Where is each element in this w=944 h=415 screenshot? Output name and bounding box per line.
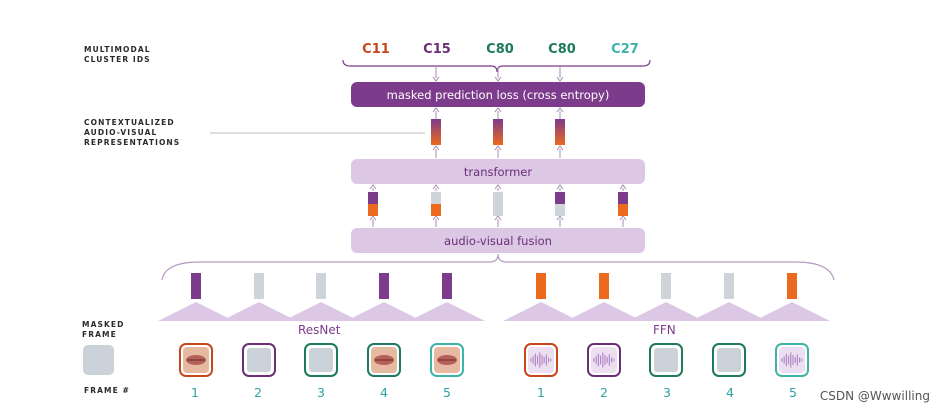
resnet-label: ResNet [298,323,341,337]
audio-frame-bg-2 [591,347,617,373]
audio-token-4 [724,273,734,299]
cluster-to-loss-arrow-2-head [494,76,502,82]
audio-frame-num-5: 5 [789,385,797,400]
frame-number-label: FRAME # [84,386,130,395]
ctx-to-loss-arrow-2-head [494,107,502,113]
fused-token-bottom-5 [618,204,628,216]
visual-token-2 [254,273,264,299]
audio-frame-masked-fill-3 [654,348,678,372]
contextualized-rep-2 [493,119,503,145]
visual-frame-masked-fill-2 [247,348,271,372]
cluster-id-1: C11 [362,42,390,57]
visual-frame-masked-fill-3 [309,348,333,372]
cluster-id-4: C80 [548,42,576,57]
fused-token-bottom-4 [555,204,565,216]
fused-token-top-4 [555,192,565,204]
masked-frame-legend [83,345,114,375]
audio-frame-bg-1 [528,347,554,373]
watermark-text: CSDN @Wwwilling [819,389,930,403]
fusion-box: audio-visual fusion [351,228,645,253]
token-to-transformer-arrow-3-head [494,184,502,190]
ctx-to-loss-arrow-3-head [556,107,564,113]
transformer-to-ctx-arrow-2-head [494,145,502,151]
audio-token-1 [536,273,546,299]
visual-token-3 [316,273,326,299]
contextualized-label: CONTEXTUALIZED AUDIO-VISUAL REPRESENTATI… [84,118,181,147]
cluster-to-loss-arrow-3-head [556,76,564,82]
cluster-id-3: C80 [486,42,514,57]
audio-token-3 [661,273,671,299]
audio-frame-num-3: 3 [663,385,671,400]
visual-token-1 [191,273,201,299]
token-to-transformer-arrow-4-head [556,184,564,190]
token-to-transformer-arrow-5-head [619,184,627,190]
ctx-to-loss-arrow-1-head [432,107,440,113]
token-to-transformer-arrow-2-head [432,184,440,190]
cluster-ids-label: MULTIMODAL CLUSTER IDS [84,45,151,64]
visual-frame-num-4: 4 [380,385,388,400]
visual-frame-num-2: 2 [254,385,262,400]
fused-token-top-5 [618,192,628,204]
ffn-label: FFN [653,323,676,337]
visual-frame-num-3: 3 [317,385,325,400]
transformer-to-ctx-arrow-1-head [432,145,440,151]
audio-frame-bg-5 [779,347,805,373]
audio-token-5 [787,273,797,299]
fused-token-bottom-3 [493,204,503,216]
fused-token-top-1 [368,192,378,204]
cluster-to-loss-arrow-1-head [432,76,440,82]
cluster-ids-brace [342,59,651,73]
audio-token-2 [599,273,609,299]
contextualized-rep-1 [431,119,441,145]
cluster-id-5: C27 [611,42,639,57]
masked-frame-label: MASKED FRAME [82,320,125,339]
audio-frame-num-4: 4 [726,385,734,400]
visual-token-4 [379,273,389,299]
contextualized-rep-3 [555,119,565,145]
transformer-to-ctx-arrow-3-head [556,145,564,151]
cluster-id-2: C15 [423,42,451,57]
resnet-encoder-shape [158,302,485,321]
fused-token-top-3 [493,192,503,204]
token-to-transformer-arrow-1-head [369,184,377,190]
loss-box: masked prediction loss (cross entropy) [351,82,645,107]
visual-token-5 [442,273,452,299]
audio-frame-masked-fill-4 [717,348,741,372]
audio-frame-num-1: 1 [537,385,545,400]
fused-token-bottom-1 [368,204,378,216]
audio-frame-num-2: 2 [600,385,608,400]
fused-token-bottom-2 [431,204,441,216]
fused-token-top-2 [431,192,441,204]
visual-frame-num-5: 5 [443,385,451,400]
fusion-brace [161,253,835,281]
transformer-box: transformer [351,159,645,184]
visual-frame-num-1: 1 [191,385,199,400]
ffn-encoder-shape [503,302,830,321]
